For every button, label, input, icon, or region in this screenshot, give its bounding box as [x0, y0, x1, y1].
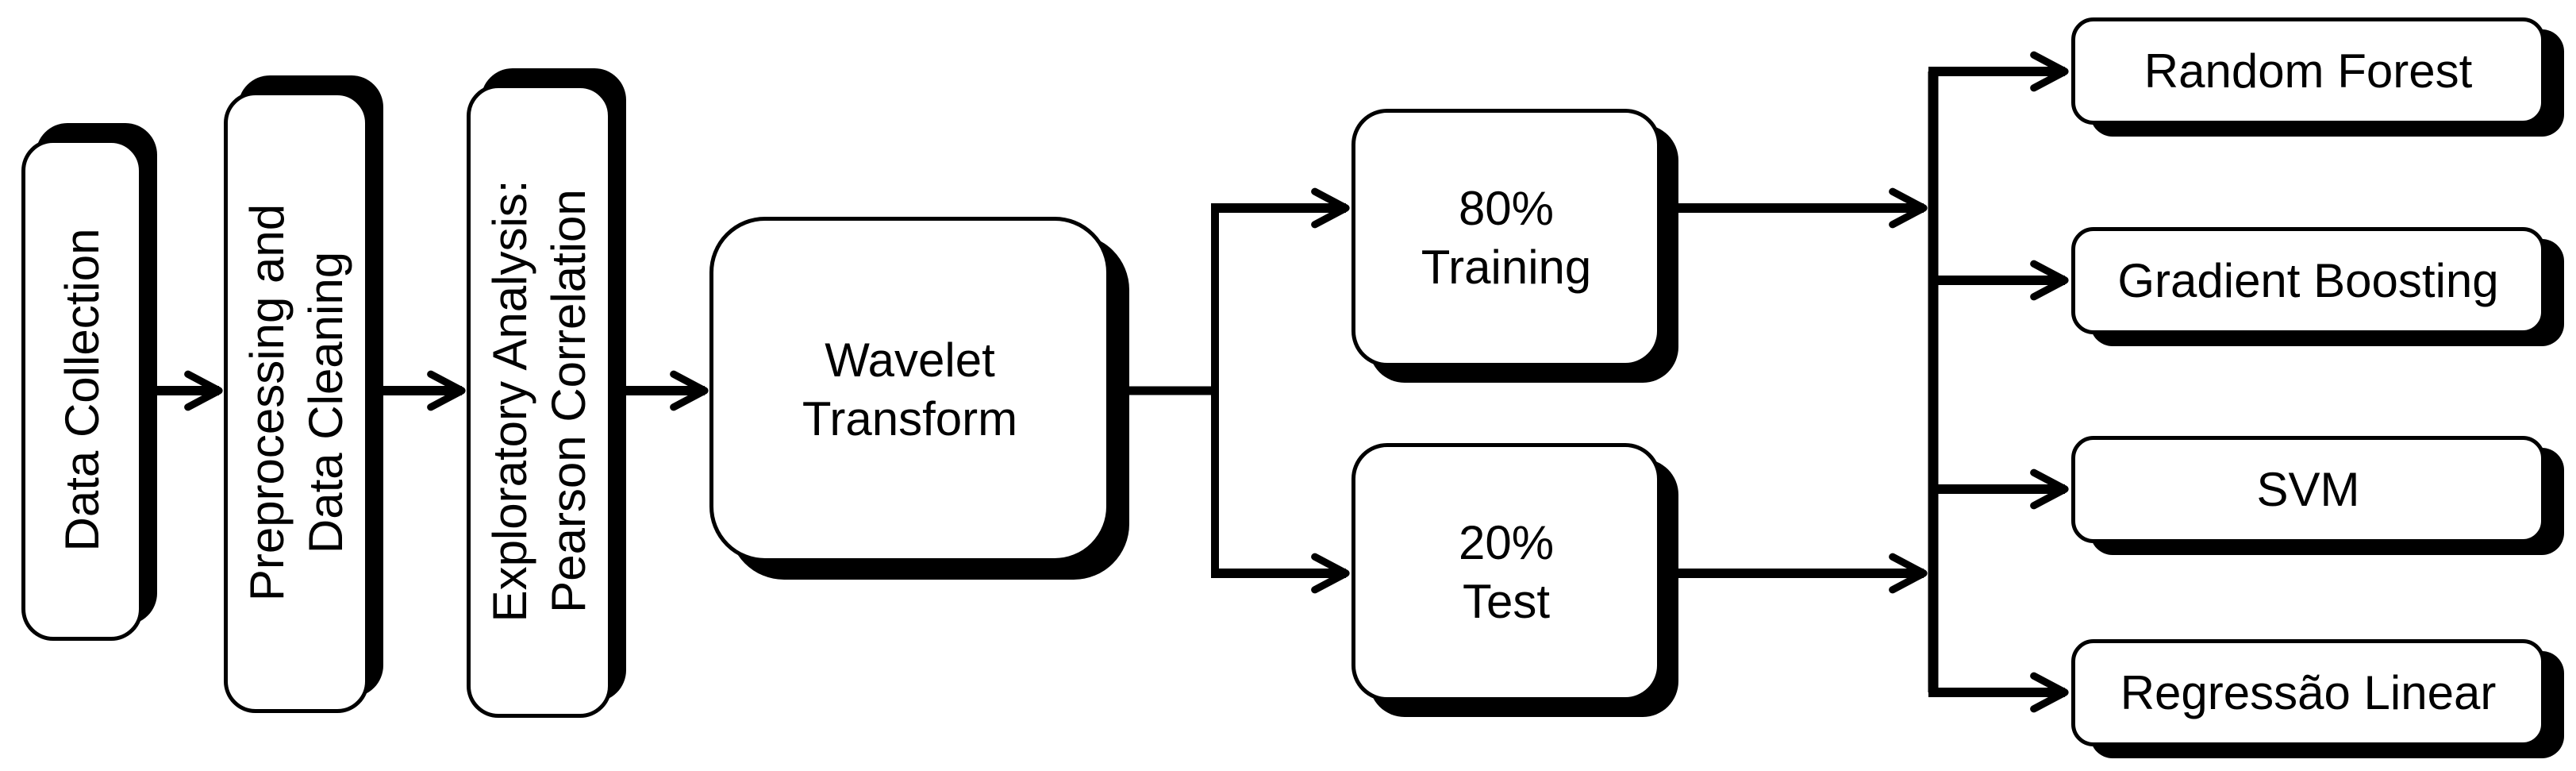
node-training-split: 80% Training: [1351, 109, 1661, 367]
node-label: Preprocessing and Data Cleaning: [240, 203, 352, 601]
node-label: Data Collection: [55, 228, 109, 552]
node-preprocessing-data-cleaning: Preprocessing and Data Cleaning: [224, 91, 369, 713]
node-svm: SVM: [2071, 436, 2545, 543]
node-label: 20% Test: [1458, 515, 1555, 628]
node-label: Regressão Linear: [2120, 665, 2497, 719]
node-data-collection: Data Collection: [21, 139, 143, 641]
node-label: 80% Training: [1421, 181, 1592, 294]
node-label: Wavelet Transform: [802, 333, 1018, 445]
node-label: Exploratory Analysis: Pearson Correlatio…: [483, 179, 595, 623]
node-test-split: 20% Test: [1351, 443, 1661, 701]
node-gradient-boosting: Gradient Boosting: [2071, 227, 2545, 334]
node-label: Random Forest: [2143, 44, 2473, 98]
node-label: Gradient Boosting: [2117, 253, 2499, 307]
node-wavelet-transform: Wavelet Transform: [709, 217, 1110, 562]
node-exploratory-analysis: Exploratory Analysis: Pearson Correlatio…: [467, 84, 612, 718]
node-label: SVM: [2256, 462, 2360, 516]
node-linear-regression: Regressão Linear: [2071, 639, 2545, 746]
node-random-forest: Random Forest: [2071, 17, 2545, 125]
